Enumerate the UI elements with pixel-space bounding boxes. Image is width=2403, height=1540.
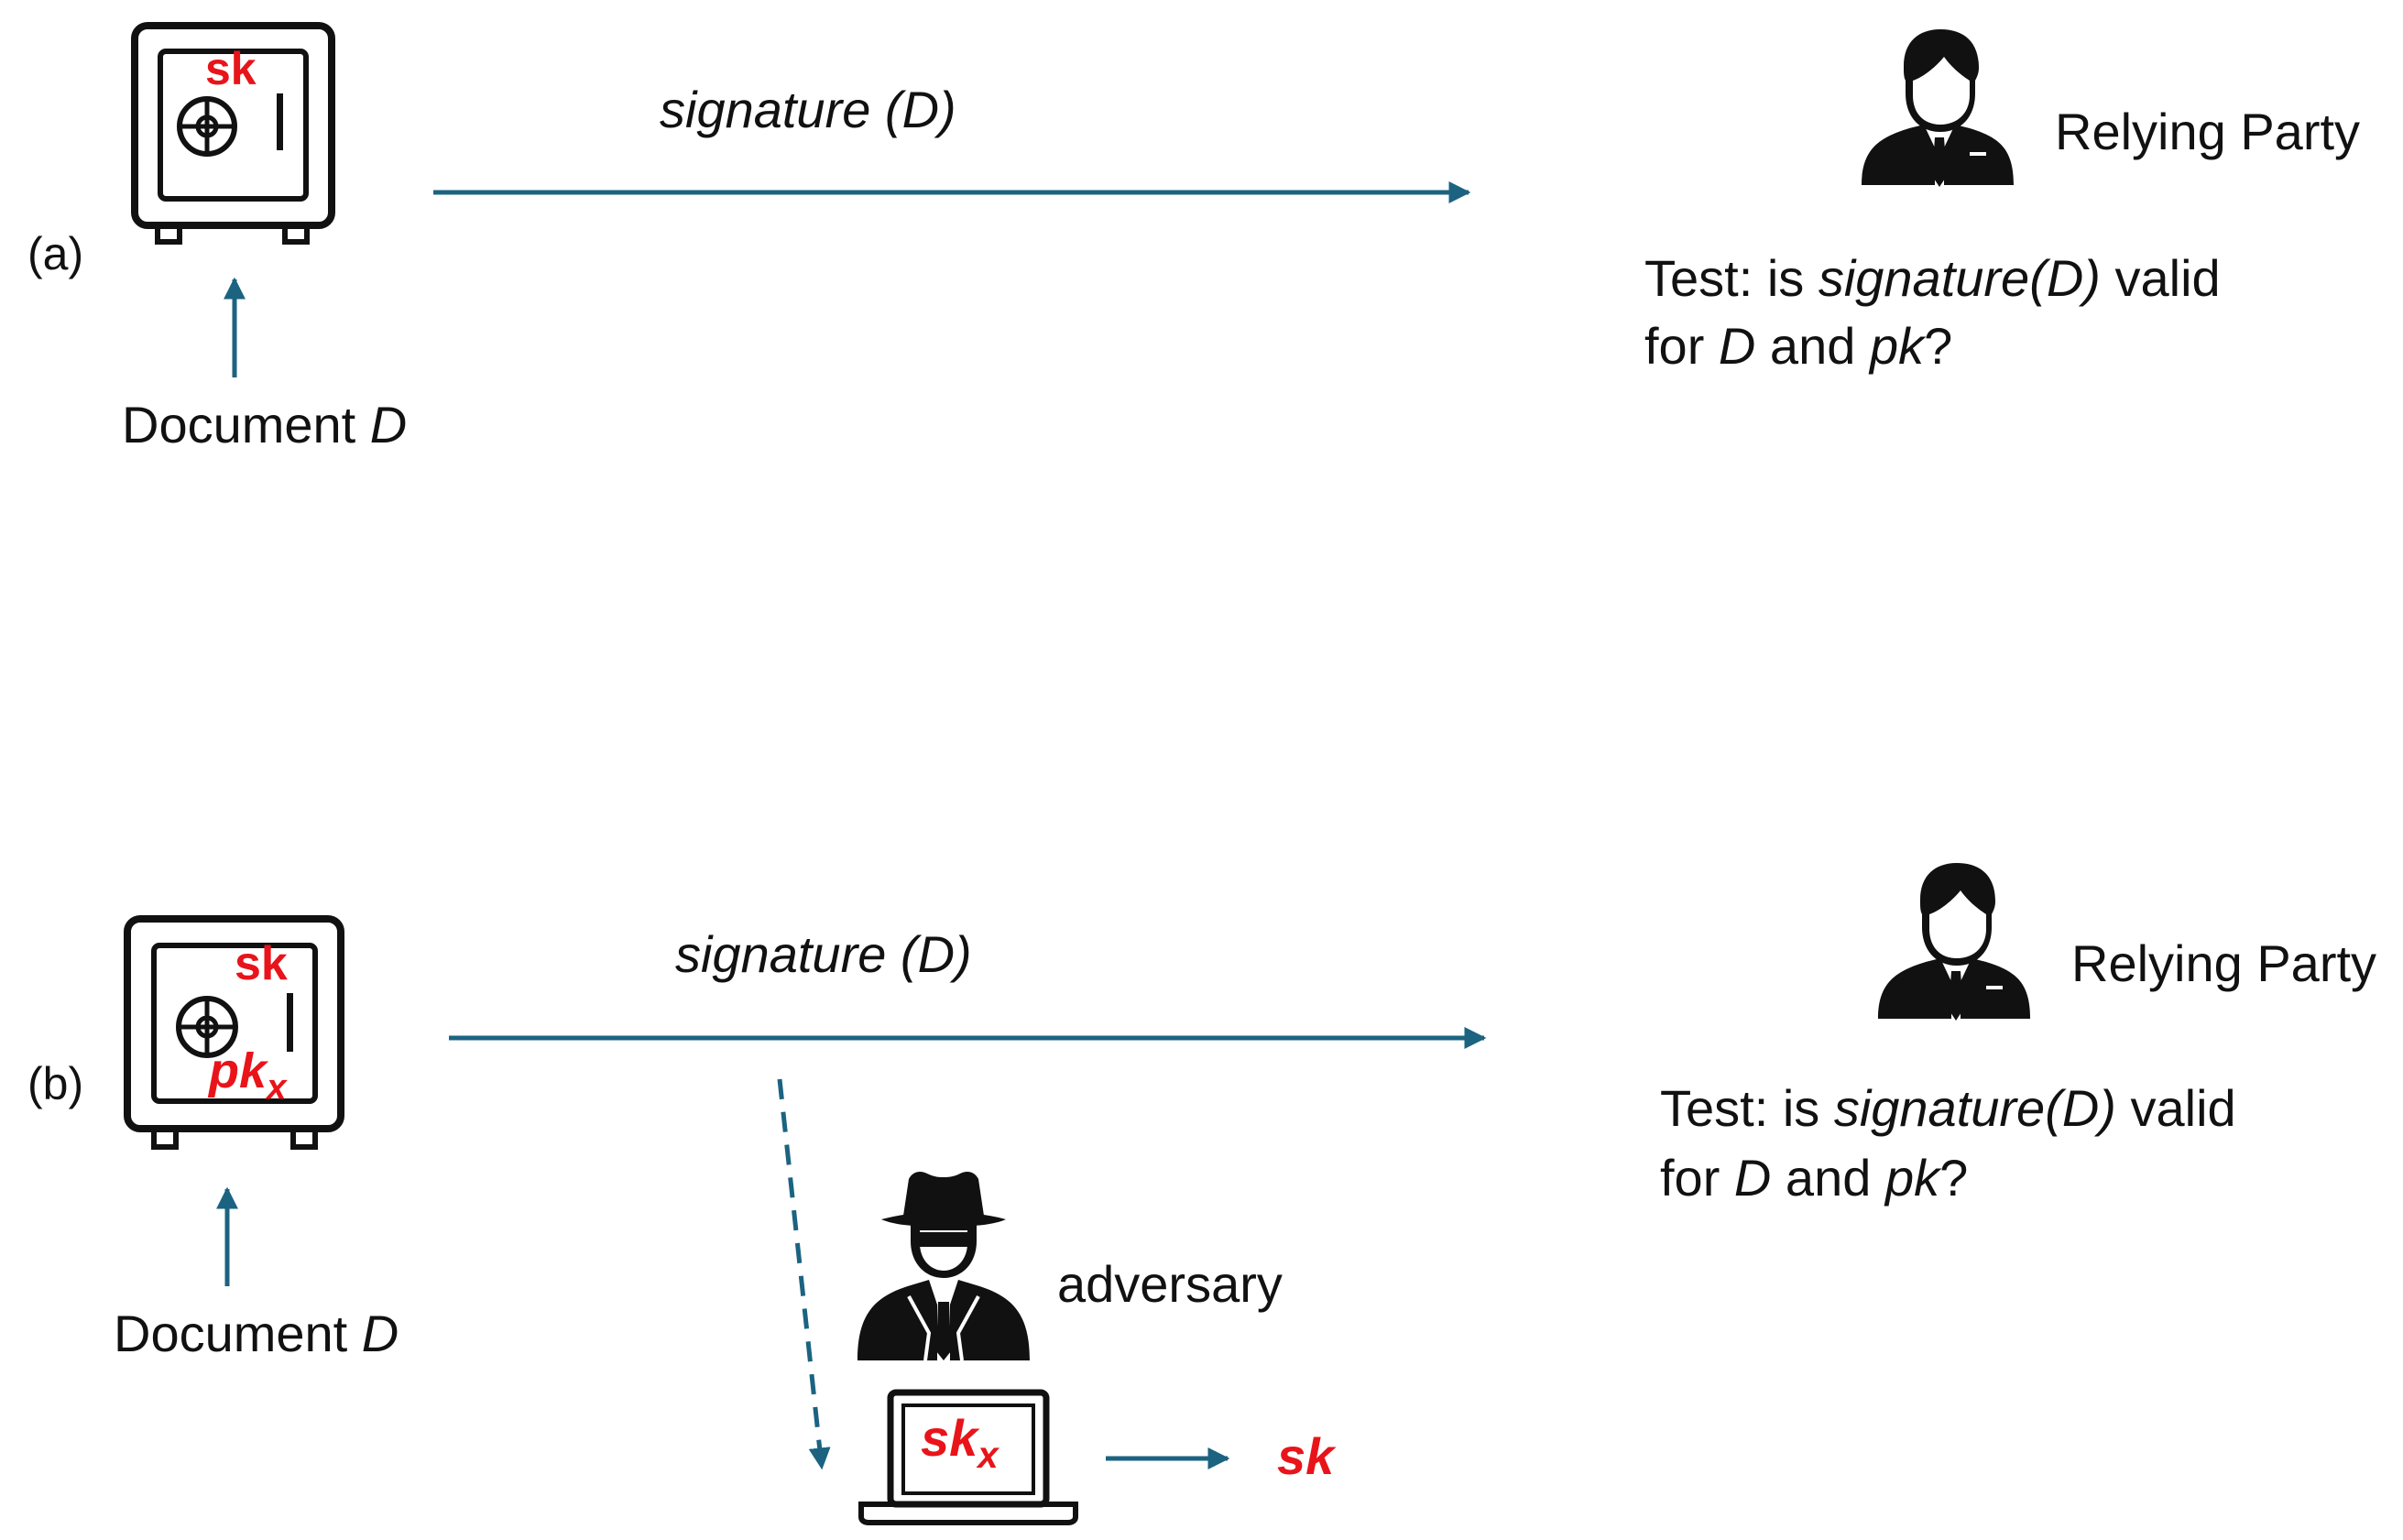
safe-icon-b [124,915,344,1150]
safe-icon-a [131,22,335,245]
safe-key-sk-a: sk [205,43,257,94]
person-icon-a [1862,29,2014,187]
panel-label-b: (b) [27,1058,84,1109]
laptop-key-skx: skx [921,1409,999,1476]
relying-party-label-b: Relying Party [2071,934,2377,992]
safe-key-pkx: pkx [209,1043,287,1108]
test-line1-a: Test: is signature(D) valid [1644,249,2221,307]
relying-party-label-a: Relying Party [2055,103,2361,160]
panel-label-a: (a) [27,228,84,279]
recovered-key-sk: sk [1277,1427,1335,1485]
test-line2-a: for D and pk? [1644,317,1953,375]
leak-arrow [777,1078,831,1470]
test-line1-b: Test: is signature(D) valid [1660,1079,2236,1137]
laptop-icon [858,1389,1078,1525]
adversary-icon [857,1172,1030,1361]
document-label-b: Document D [114,1305,399,1362]
adversary-label: adversary [1057,1255,1283,1313]
person-icon-b [1878,863,2030,1021]
arrow-label-b: signature (D) [675,925,972,983]
document-label-a: Document D [122,396,408,453]
arrow-label-a: signature (D) [660,81,956,138]
test-line2-b: for D and pk? [1660,1149,1969,1207]
safe-key-sk-b: sk [235,937,288,990]
